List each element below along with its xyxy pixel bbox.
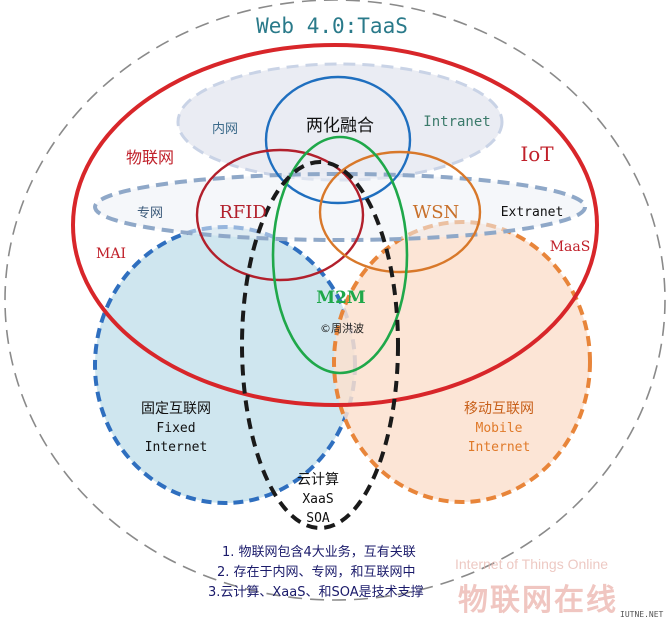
mobile-internet-circle [332,220,592,504]
label-mobile-en-2: Internet [468,440,531,455]
watermark-chinese: 物联网在线 [458,583,618,618]
note-item-2: 2. 存在于内网、专网，和互联网中 [217,565,416,580]
label-fixed-en-2: Internet [145,440,208,455]
outer-web40-boundary [4,0,666,601]
label-mai: MAI [96,246,126,262]
label-maas: MaaS [550,239,591,255]
m2m-green-ellipse [271,135,409,375]
label-extranet: Extranet [501,205,564,220]
label-iot-cn: 物联网 [126,148,174,167]
label-copyright: ©周洪波 [320,321,364,335]
label-m2m: M2M [316,288,366,308]
watermark-site: IUTNE.NET [620,610,664,619]
notes-list: 1. 物联网包含4大业务，互有关联 2. 存在于内网、专网，和互联网中 3.云计… [208,543,508,603]
fusion-blue-circle [264,75,412,205]
label-mobile-cn: 移动互联网 [464,401,534,417]
label-cloud-soa: SOA [306,511,330,526]
rfid-circle [195,148,365,282]
label-fixed-cn: 固定互联网 [141,401,211,417]
label-rfid: RFID [219,202,267,223]
label-cloud-cn: 云计算 [297,472,339,488]
label-private-net-cn: 专网 [137,206,163,221]
label-iot-en: IoT [520,142,554,166]
watermark-english: Internet of Things Online [455,556,609,572]
wsn-circle [318,150,482,274]
label-fusion: 两化融合 [306,116,374,136]
note-item-3: 3.云计算、XaaS、和SOA是技术支撑 [208,585,424,600]
private-extranet-ellipse [93,172,587,242]
label-intranet-cn: 内网 [212,121,238,137]
label-wsn: WSN [413,202,460,223]
label-cloud-xaas: XaaS [302,492,333,507]
cloud-computing-ellipse [240,160,400,530]
label-intranet-en: Intranet [423,114,490,130]
diagram-title: Web 4.0:TaaS [256,14,408,38]
iot-red-ellipse [71,43,599,407]
label-mobile-en-1: Mobile [476,421,523,436]
label-fixed-en-1: Fixed [156,421,195,436]
note-item-1: 1. 物联网包含4大业务，互有关联 [222,545,416,560]
